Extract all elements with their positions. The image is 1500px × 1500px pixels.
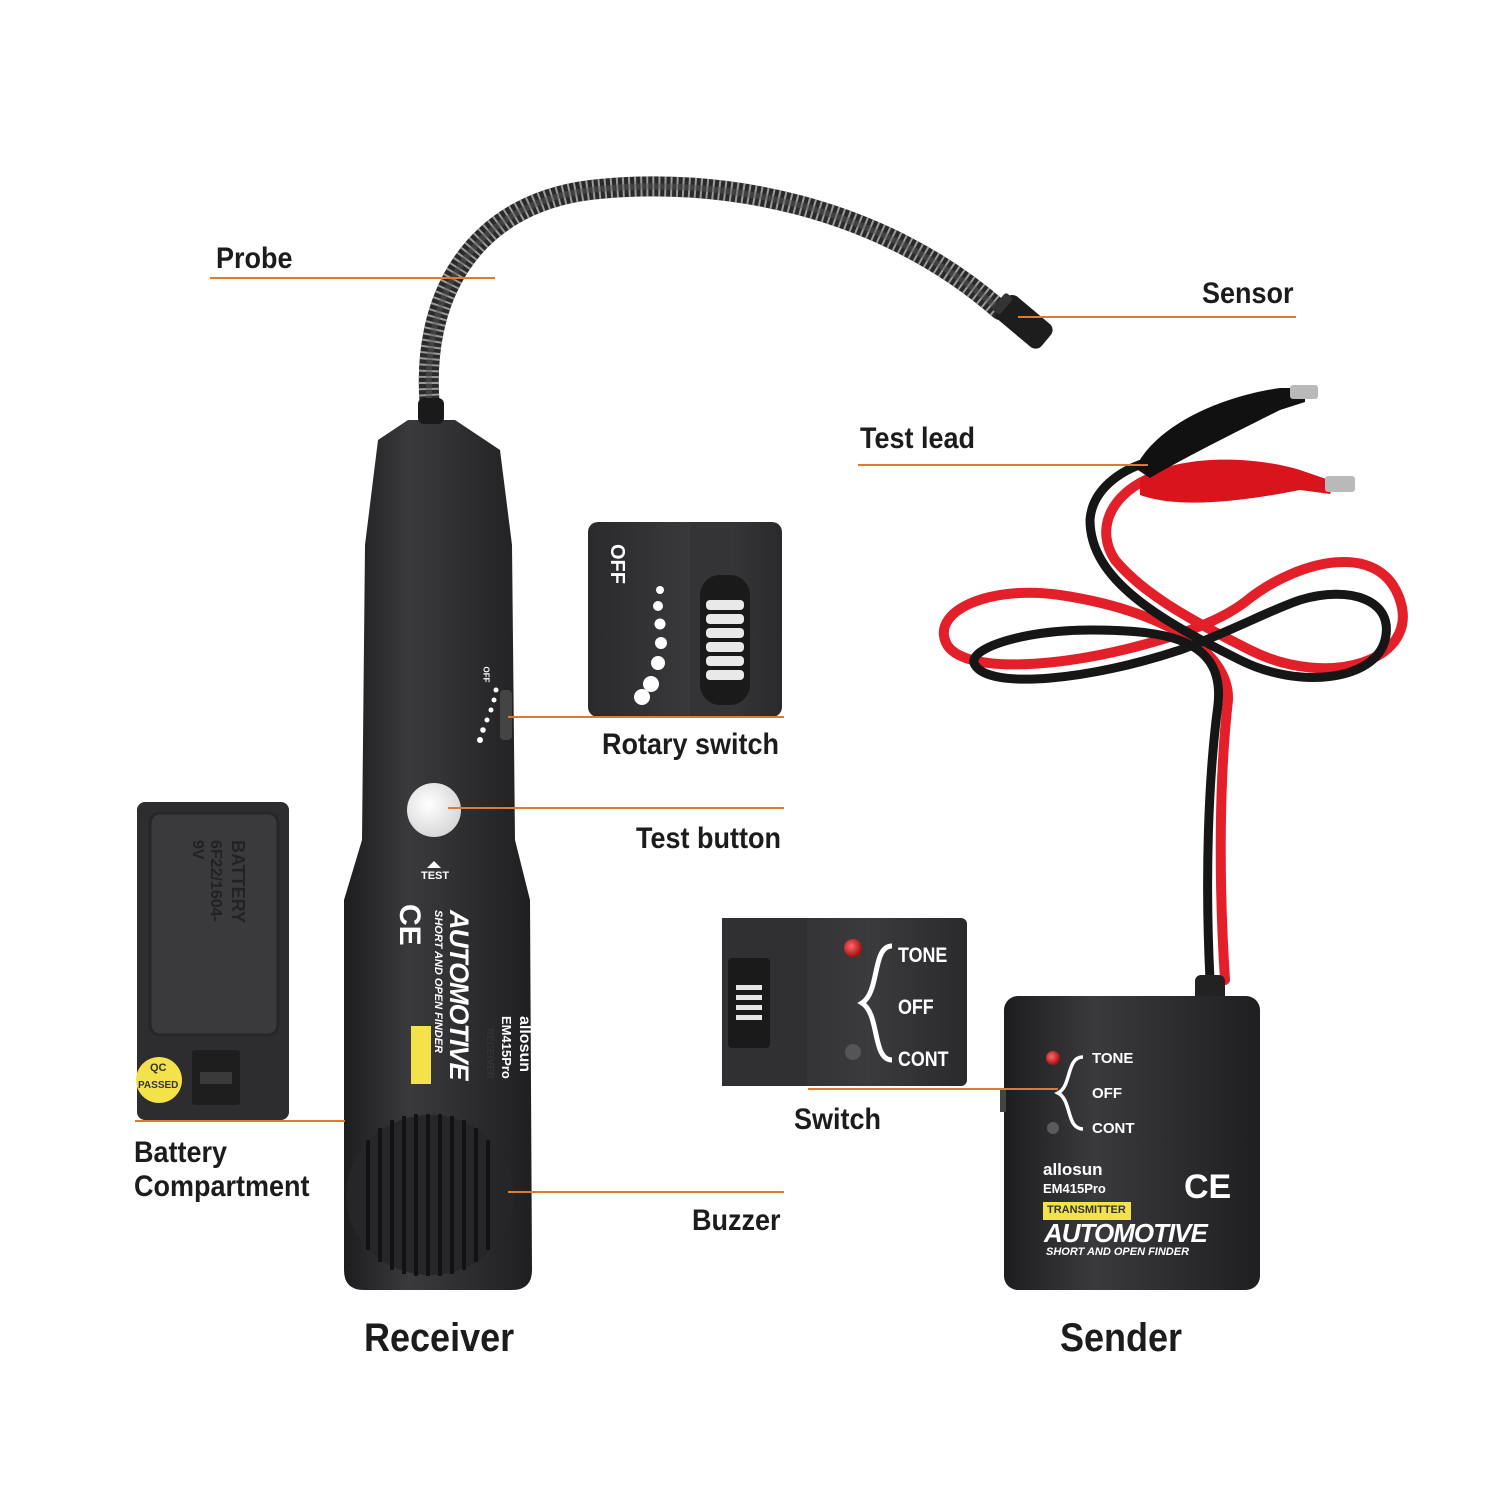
battery-cover	[136, 802, 289, 1120]
switch-inset-cont: CONT	[898, 1048, 949, 1071]
black-alligator-clip	[1135, 385, 1318, 478]
test-lead-wires	[938, 457, 1408, 985]
sender-brand: allosun	[1043, 1160, 1103, 1179]
buzzer-leader-line	[508, 1191, 784, 1193]
sender-title: AUTOMOTIVE	[1044, 1218, 1208, 1248]
battery-text-2: 6F22/1604-9V	[189, 840, 224, 922]
battery-leader-line	[135, 1120, 345, 1122]
receiver-badge: RECEIVER	[484, 1028, 495, 1080]
sender-off: OFF	[1092, 1085, 1122, 1102]
receiver-brand: allosun	[516, 1016, 533, 1073]
switch-label: Switch	[794, 1103, 882, 1136]
switch-inset-off: OFF	[898, 996, 934, 1019]
sender-ce-mark: CE	[1184, 1168, 1232, 1206]
receiver-printed-text: CE AUTOMOTIVE SHORT AND OPEN FINDER allo…	[368, 900, 538, 1090]
battery-label-line2: Compartment	[134, 1170, 310, 1203]
sensor-tip	[992, 293, 1053, 349]
test-button-label: Test button	[636, 822, 781, 855]
sender-model: EM415Pro	[1043, 1181, 1106, 1196]
receiver-ce-mark: CE	[393, 904, 426, 946]
rotary-switch-leader-line	[508, 716, 784, 718]
buzzer-grille	[346, 1114, 514, 1276]
receiver-off-mark: OFF	[481, 666, 491, 683]
rotary-switch-label: Rotary switch	[602, 728, 780, 761]
battery-cover-text: BATTERY 6F22/1604-9V	[176, 840, 256, 1010]
probe-label: Probe	[216, 242, 293, 275]
red-alligator-clip	[1140, 459, 1355, 503]
receiver-subtitle: SHORT AND OPEN FINDER	[432, 910, 444, 1054]
gooseneck-probe	[418, 176, 1010, 418]
probe-leader-line	[210, 277, 495, 279]
sender-caption: Sender	[1060, 1316, 1183, 1360]
sender-subtitle: SHORT AND OPEN FINDER	[1046, 1246, 1190, 1258]
test-button-graphic	[407, 783, 461, 837]
receiver-body	[344, 398, 532, 1290]
rotary-off-text: OFF	[606, 544, 628, 584]
receiver-title: AUTOMOTIVE	[444, 910, 474, 1080]
sensor-leader-line	[1018, 316, 1296, 318]
qc-badge-line1: QC	[150, 1062, 167, 1074]
rotary-switch-inset	[588, 522, 782, 717]
battery-text-1: BATTERY	[228, 840, 248, 923]
rotary-indicator-dots	[477, 687, 499, 743]
test-button-leader-line	[448, 807, 784, 809]
sensor-label: Sensor	[1202, 277, 1294, 310]
sender-badge: TRANSMITTER	[1047, 1204, 1126, 1216]
switch-inset-tone: TONE	[898, 944, 948, 967]
sender-body	[1000, 975, 1260, 1290]
sender-tone: TONE	[1092, 1050, 1134, 1067]
test-lead-label: Test lead	[860, 422, 976, 455]
receiver-caption: Receiver	[364, 1316, 515, 1360]
qc-badge-line2: PASSED	[138, 1080, 179, 1091]
switch-inset	[722, 918, 967, 1086]
switch-leader-line	[808, 1088, 1058, 1090]
sender-cont: CONT	[1092, 1120, 1135, 1137]
receiver-test-mark: TEST	[421, 870, 450, 882]
receiver-model: EM415Pro	[499, 1016, 514, 1079]
buzzer-label: Buzzer	[692, 1204, 781, 1237]
battery-label-line1: Battery	[134, 1136, 228, 1169]
test-lead-leader-line	[858, 464, 1148, 466]
